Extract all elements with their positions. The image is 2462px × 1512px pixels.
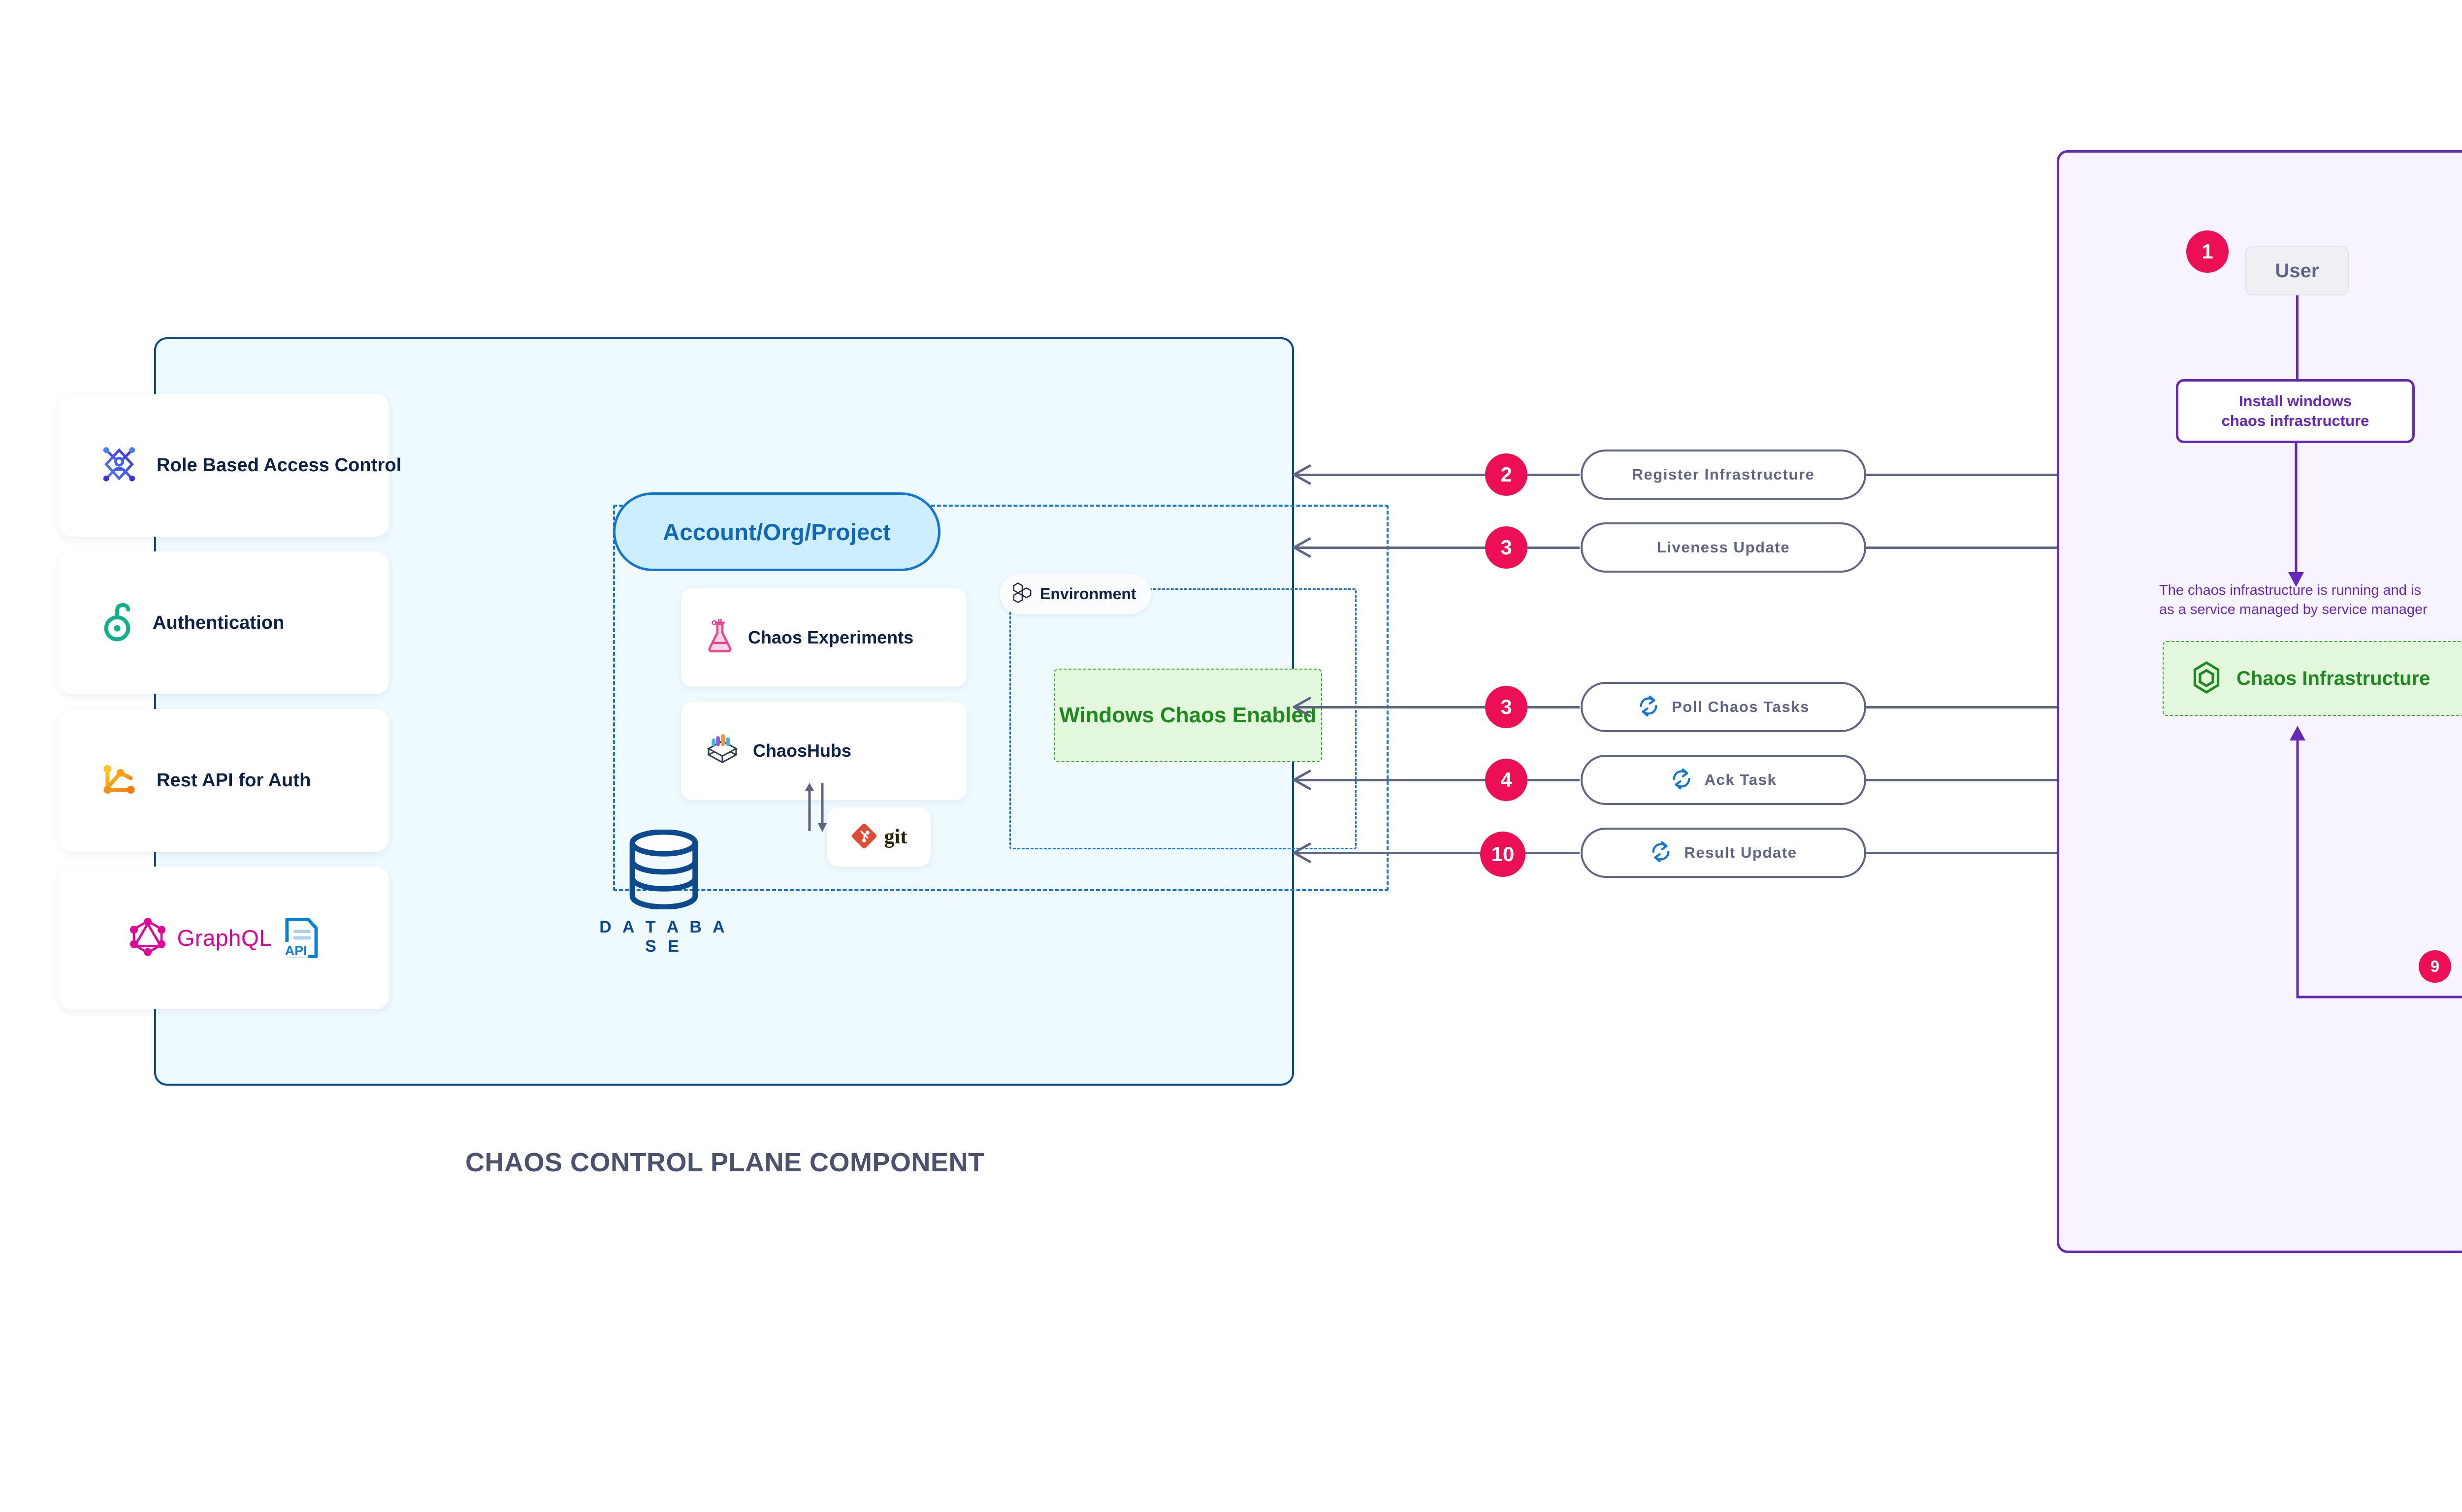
connector-label: Liveness Update [1656,539,1790,556]
chaos-infrastructure-node[interactable]: Chaos Infrastructure [2163,641,2462,716]
git-label: git [884,826,907,848]
feature-card-rbac[interactable]: Role Based Access Control [59,394,401,537]
connector-label: Poll Chaos Tasks [1671,698,1810,715]
user-node[interactable]: User [2245,246,2349,295]
hexagons-icon [1012,582,1032,606]
chaoshub-icon [705,734,740,769]
refresh-icon [1650,840,1672,866]
connector-line [1294,852,1580,854]
install-windows-chaos-infrastructure-box[interactable]: Install windows chaos infrastructure [2176,379,2415,443]
connector-line [1866,547,2058,549]
badge-poll-chaos-tasks: 3 [1485,686,1527,728]
connector-line [1294,779,1580,781]
feature-label: Role Based Access Control [157,454,402,476]
api-doc-icon: API [282,917,320,959]
connector-result-update[interactable]: Result Update [1581,828,1866,878]
connector-line [1294,706,1580,708]
arrow-left-icon [1293,697,1311,717]
install-line-2: chaos infrastructure [2221,412,2369,429]
badge-liveness-update: 3 [1485,526,1527,569]
lock-icon [98,601,136,645]
inner-card-chaos-experiments[interactable]: Chaos Experiments [681,588,967,687]
windows-chaos-enabled-status: Windows Chaos Enabled [1054,669,1322,762]
database-icon [629,829,698,910]
inner-card-chaoshubs[interactable]: ChaosHubs [681,702,967,800]
inner-card-label: Chaos Experiments [748,627,914,647]
inner-card-label: ChaosHubs [753,740,852,761]
arrow-left-icon [1293,537,1311,558]
connector-label: Ack Task [1704,771,1777,788]
connector-register-infrastructure[interactable]: Register Infrastructure [1581,450,1866,500]
arrow-install-to-chaos-infra [2288,443,2304,587]
feature-label: Authentication [153,612,285,633]
connector-line [1866,852,2058,854]
connector-label: Result Update [1684,844,1797,861]
connector-line [1294,474,1580,476]
rbac-icon [98,444,140,487]
account-org-project-pill[interactable]: Account/Org/Project [613,492,940,571]
refresh-icon [1670,768,1693,793]
rest-api-icon [98,759,140,803]
feature-label: Rest API for Auth [157,770,311,791]
user-label: User [2275,259,2319,282]
account-org-project-region [613,505,1389,891]
arrow-left-icon [1293,770,1311,790]
git-icon [851,823,877,852]
flask-icon [705,618,735,657]
environment-region [1009,588,1357,849]
feature-card-graphql[interactable]: GraphQL API [59,867,389,1009]
arrow-left-icon [1293,842,1311,863]
graphql-label: GraphQL [177,925,272,951]
control-plane-title: CHAOS CONTROL PLANE COMPONENT [465,1148,985,1177]
environment-label: Environment [1040,584,1136,603]
connector-line [1866,779,2058,781]
arrow-left-icon [1293,464,1311,485]
account-org-project-label: Account/Org/Project [663,518,891,545]
svg-text:API: API [285,943,307,958]
connector-line [1866,474,2058,476]
arrow-user-to-install [2296,295,2299,379]
inner-card-git[interactable]: git [827,807,931,867]
chaoshub-git-sync-arrows [805,783,827,832]
database-group: D A T A B A S E [590,829,738,956]
hexagon-outline-icon [2191,661,2222,697]
connector-liveness-update[interactable]: Liveness Update [1581,522,1866,573]
connector-line [1294,547,1580,549]
badge-ack-task: 4 [1485,759,1527,801]
install-line-1: Install windows [2238,392,2352,410]
windows-chaos-enabled-label: Windows Chaos Enabled [1059,703,1317,728]
chaos-infra-note-line-1: The chaos infrastructure is running and … [2159,582,2421,598]
connector-line [1866,706,2058,708]
chaos-infra-note: The chaos infrastructure is running and … [2159,581,2462,619]
connector-poll-chaos-tasks[interactable]: Poll Chaos Tasks [1581,682,1866,732]
environment-pill[interactable]: Environment [1000,574,1151,614]
arrow-results-to-chaos-infra [2290,726,2462,998]
chaos-infrastructure-label: Chaos Infrastructure [2236,667,2430,689]
connector-label: Register Infrastructure [1632,466,1815,483]
refresh-icon [1637,695,1660,720]
badge-result-update: 10 [1480,832,1525,877]
connector-ack-task[interactable]: Ack Task [1581,755,1866,805]
graphql-icon [128,916,167,961]
database-label: D A T A B A S E [599,918,728,956]
badge-user: 1 [2186,230,2229,273]
feature-card-authentication[interactable]: Authentication [59,551,389,694]
feature-card-rest-api[interactable]: Rest API for Auth [59,709,389,852]
badge-register-infrastructure: 2 [1485,453,1527,496]
badge-generate-fault-results: 9 [2419,950,2451,983]
chaos-infra-note-line-2: as a service managed by service manager [2159,601,2428,617]
